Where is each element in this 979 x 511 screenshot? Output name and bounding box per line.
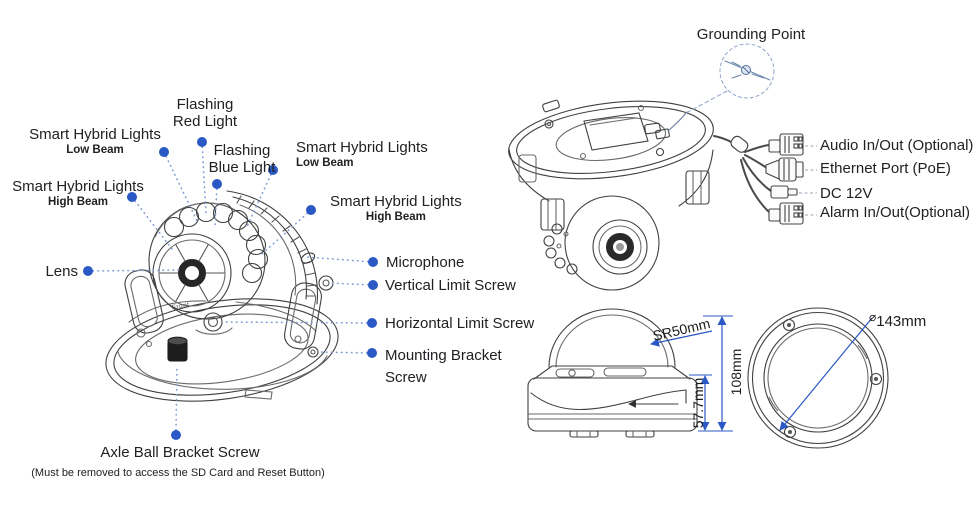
label-smart-hybrid-low-right: Smart Hybrid Lights Low Beam	[296, 139, 428, 169]
label-smart-hybrid-low-left: Smart Hybrid Lights Low Beam	[29, 126, 161, 156]
ring-screw	[782, 318, 796, 332]
ring-screw	[869, 372, 883, 386]
label-ethernet-port: Ethernet Port (PoE)	[820, 160, 951, 177]
dc-connector	[770, 185, 798, 199]
label-audio-in-out: Audio In/Out (Optional)	[820, 137, 974, 154]
dim-label-57mm: 57.7mm	[690, 377, 706, 429]
label-grounding-point: Grounding Point	[696, 26, 806, 43]
vertical-limit-screw-part	[318, 275, 334, 291]
label-lens: Lens	[45, 263, 78, 280]
microphone-part	[300, 252, 316, 264]
audio-connector	[768, 133, 804, 156]
rear-led-cluster	[543, 223, 578, 275]
leader-lines	[87, 141, 374, 431]
horizontal-limit-screw-part	[195, 312, 233, 335]
label-horizontal-limit-screw: Horizontal Limit Screw	[385, 315, 535, 332]
label-dc-12v: DC 12V	[820, 185, 873, 202]
dome-cover	[226, 190, 319, 305]
alarm-connector	[768, 202, 804, 225]
label-mounting-bracket-screw: Mounting Bracket Screw	[385, 347, 502, 386]
ethernet-connector	[765, 157, 804, 182]
dimension-lines	[650, 315, 873, 432]
label-microphone: Microphone	[386, 254, 465, 271]
dim-label-108mm: 108mm	[728, 348, 744, 396]
grounding-point-part	[655, 111, 688, 140]
leader-dots	[83, 137, 378, 440]
label-flashing-blue-light: Flashing Blue Light	[208, 142, 276, 176]
grounding-magnifier	[683, 43, 775, 115]
dim-label-143mm: ⌀143mm	[869, 310, 927, 330]
ring-screw	[783, 425, 797, 439]
dim-sr50	[650, 330, 713, 347]
mounting-bracket-screw-part	[307, 346, 319, 358]
sd-card-compartment	[583, 112, 649, 151]
label-alarm-in-out: Alarm In/Out(Optional)	[820, 204, 971, 221]
label-smart-hybrid-high-right: Smart Hybrid Lights High Beam	[330, 193, 462, 223]
axle-ball-bracket-screw-part	[167, 336, 188, 362]
side-view	[527, 308, 698, 438]
label-axle-note: (Must be removed to access the SD Card a…	[31, 467, 325, 479]
label-axle-ball-bracket-screw: Axle Ball Bracket Screw	[100, 444, 260, 461]
cable-bundle	[713, 135, 772, 214]
dim-143mm	[779, 317, 873, 431]
dome-camera-main-view	[105, 190, 339, 402]
label-vertical-limit-screw: Vertical Limit Screw	[385, 277, 516, 294]
cable-connectors	[765, 133, 817, 225]
base-ring-view	[747, 307, 889, 449]
label-flashing-red-light: Flashing Red Light	[172, 96, 238, 130]
dome-camera-rear-view	[508, 99, 772, 291]
label-smart-hybrid-high-left: Smart Hybrid Lights High Beam	[12, 178, 144, 208]
